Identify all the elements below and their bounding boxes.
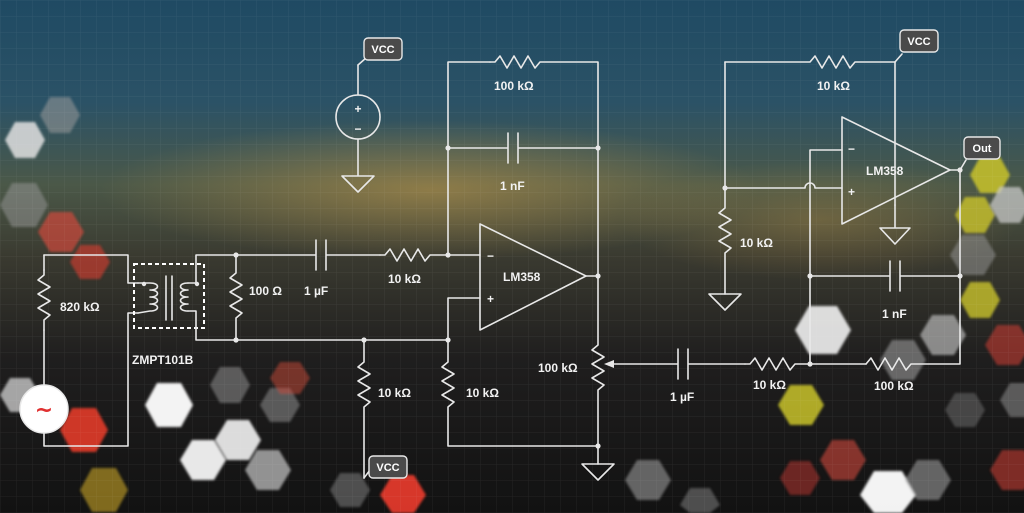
dc-source: + − [335, 64, 381, 193]
capacitor-feedback-2: 1 nF [807, 260, 963, 321]
resistor-820k: 820 kΩ [37, 269, 100, 331]
resistor-bias-1-label: 10 kΩ [378, 386, 411, 400]
vcc-tag-top: VCC [357, 37, 403, 66]
capacitor-mid: 1 µF [613, 348, 746, 404]
resistor-feedback-2: 10 kΩ [724, 55, 896, 93]
resistor-feedback-2-label: 10 kΩ [817, 79, 850, 93]
ac-source: ~ [19, 384, 69, 434]
resistor-mid-label: 10 kΩ [753, 378, 786, 392]
capacitor-feedback-2-label: 1 nF [882, 307, 907, 321]
resistor-100ohm: 100 Ω [229, 252, 282, 343]
resistor-mid: 10 kΩ [744, 357, 867, 392]
vcc-tag-bottom: VCC [363, 455, 408, 479]
opamp-1: − + LM358 [445, 223, 601, 341]
opamp-2-minus: − [848, 142, 855, 156]
out-tag-text: Out [973, 143, 992, 155]
vcc-tag-bottom-text: VCC [376, 462, 399, 474]
vcc-tag-right: VCC [894, 29, 939, 206]
opamp-1-plus: + [487, 292, 494, 306]
opamp-2-label: LM358 [866, 164, 904, 178]
opamp-1-minus: − [487, 249, 494, 263]
vcc-tag-top-text: VCC [371, 44, 394, 56]
resistor-mid-2-label: 100 kΩ [874, 379, 914, 393]
transformer-label: ZMPT101B [132, 353, 194, 367]
resistor-input-label: 10 kΩ [388, 272, 421, 286]
resistor-100ohm-label: 100 Ω [249, 284, 282, 298]
resistor-feedback-1-label: 100 kΩ [494, 79, 534, 93]
out-tag: Out [959, 136, 1001, 171]
resistor-bias-1: 10 kΩ [357, 339, 411, 479]
potentiometer-100k: 100 kΩ [538, 275, 615, 481]
opamp-2: − + LM358 [841, 116, 963, 225]
resistor-mid-2: 100 kΩ [865, 169, 961, 393]
capacitor-input: 1 µF [235, 239, 381, 298]
dc-minus: − [354, 122, 361, 136]
opamp-1-label: LM358 [503, 270, 541, 284]
resistor-bias-2-label: 10 kΩ [466, 386, 499, 400]
resistor-bias-2: 10 kΩ [441, 339, 599, 447]
opamp-2-wiring [722, 61, 911, 365]
dc-plus: + [354, 102, 361, 116]
opamp-2-plus: + [848, 185, 855, 199]
capacitor-feedback-1-label: 1 nF [500, 179, 525, 193]
resistor-input: 10 kΩ [379, 248, 449, 286]
vcc-tag-right-text: VCC [907, 36, 930, 48]
transformer-zmpt101b: ZMPT101B [132, 254, 237, 367]
opamp-1-feedback: 100 kΩ 1 nF [445, 55, 601, 277]
ac-source-symbol: ~ [35, 398, 53, 423]
potentiometer-label: 100 kΩ [538, 361, 578, 375]
capacitor-mid-label: 1 µF [670, 390, 694, 404]
resistor-820k-label: 820 kΩ [60, 300, 100, 314]
resistor-ground-2: 10 kΩ [708, 187, 773, 311]
capacitor-input-label: 1 µF [304, 284, 328, 298]
resistor-ground-2-label: 10 kΩ [740, 236, 773, 250]
